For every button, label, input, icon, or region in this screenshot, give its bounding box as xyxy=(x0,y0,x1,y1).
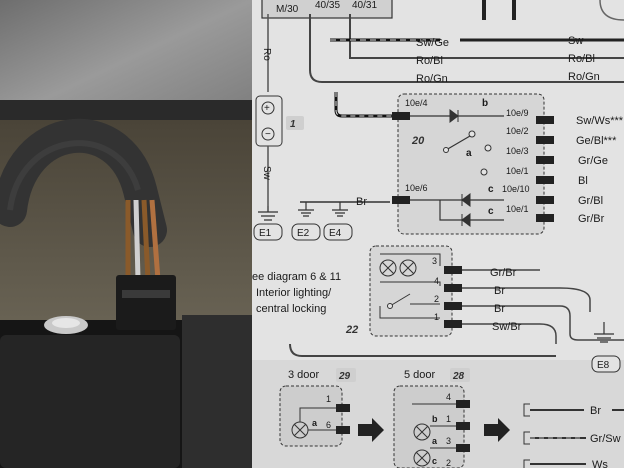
svg-text:3: 3 xyxy=(446,436,451,446)
wire-ro-gn: Ro/Gn xyxy=(416,73,448,85)
plastic-housing xyxy=(0,335,180,468)
component-ref-22: 22 xyxy=(345,324,358,336)
output-gr-ge: Gr/Ge xyxy=(578,155,608,167)
module-29 xyxy=(279,385,343,447)
svg-text:1: 1 xyxy=(446,414,451,424)
ground-icon xyxy=(258,206,278,221)
wire-ro-bl: Ro/Bl xyxy=(416,55,443,67)
svg-text:10e/9: 10e/9 xyxy=(506,108,529,118)
svg-text:10e/1: 10e/1 xyxy=(506,204,529,214)
svg-text:3: 3 xyxy=(432,256,437,266)
connector-photo xyxy=(0,0,252,468)
svg-text:+: + xyxy=(264,103,270,114)
output-ge-bl: Ge/Bl*** xyxy=(576,135,617,147)
svg-text:b: b xyxy=(482,98,488,109)
wire-sw-ge: Sw/Ge xyxy=(416,37,449,49)
svg-text:10e/10: 10e/10 xyxy=(502,184,530,194)
module-22 xyxy=(369,245,453,337)
svg-text:1: 1 xyxy=(326,394,331,404)
svg-text:−: − xyxy=(265,129,271,140)
svg-text:c: c xyxy=(488,184,494,195)
module-28 xyxy=(393,385,465,468)
svg-text:4: 4 xyxy=(446,392,451,402)
svg-text:10e/2: 10e/2 xyxy=(506,126,529,136)
svg-text:10e/3: 10e/3 xyxy=(506,146,529,156)
output-sw-br-22: Sw/Br xyxy=(492,321,522,333)
component-ref-29: 29 xyxy=(338,371,351,382)
output-gr-br-22: Gr/Br xyxy=(490,267,517,279)
lamp-icon-5 xyxy=(413,449,431,467)
terminal-40-35: 40/35 xyxy=(315,0,340,11)
note-line-2: Interior lighting/ xyxy=(256,287,332,299)
label-5-door: 5 door xyxy=(404,369,436,381)
ground-e4: E4 xyxy=(329,228,342,239)
component-ref-1: 1 xyxy=(290,119,296,130)
component-ref-28: 28 xyxy=(452,371,465,382)
output-br-bottom: Br xyxy=(590,405,601,417)
wire-br: Br xyxy=(356,196,367,208)
lamp-icon-2 xyxy=(399,259,417,277)
wire-sw-right: Sw xyxy=(568,35,583,47)
svg-text:a: a xyxy=(432,436,438,446)
output-sw-ws: Sw/Ws*** xyxy=(576,115,624,127)
diode-icon xyxy=(449,109,459,123)
ground-e2: E2 xyxy=(297,228,310,239)
lamp-icon-4 xyxy=(413,423,431,441)
svg-text:6: 6 xyxy=(326,420,331,430)
svg-text:2: 2 xyxy=(434,294,439,304)
svg-text:4: 4 xyxy=(434,276,439,286)
svg-text:10e/4: 10e/4 xyxy=(405,98,428,108)
arrow-icon xyxy=(358,418,384,442)
svg-text:1: 1 xyxy=(434,312,439,322)
ground-e8: E8 xyxy=(597,360,610,371)
svg-text:a: a xyxy=(466,148,472,159)
ground-e1: E1 xyxy=(259,228,272,239)
label-3-door: 3 door xyxy=(288,369,320,381)
terminal-m30: M/30 xyxy=(276,4,299,15)
output-br-22b: Br xyxy=(494,303,505,315)
svg-text:10e/6: 10e/6 xyxy=(405,183,428,193)
svg-text:c: c xyxy=(488,206,494,217)
wire-ro-bl-right: Ro/Bl xyxy=(568,53,595,65)
connector-plug xyxy=(116,275,176,330)
output-br-22a: Br xyxy=(494,285,505,297)
svg-text:c: c xyxy=(432,456,437,466)
battery-plus-icon xyxy=(261,101,275,115)
output-gr-sw: Gr/Sw xyxy=(590,433,621,445)
battery-minus-icon xyxy=(261,127,275,141)
output-gr-br: Gr/Br xyxy=(578,213,605,225)
wire-ro: Ro xyxy=(261,48,272,61)
output-bl: Bl xyxy=(578,175,588,187)
arrow-icon-2 xyxy=(484,418,510,442)
svg-text:a: a xyxy=(312,418,318,428)
svg-text:2: 2 xyxy=(446,458,451,468)
wiring-diagram: M/30 40/35 40/31 Ro + − Sw 1 E1 xyxy=(252,0,624,468)
svg-text:b: b xyxy=(432,414,438,424)
wire-sw: Sw xyxy=(261,166,272,181)
terminal-40-31: 40/31 xyxy=(352,0,377,11)
note-line-1: ee diagram 6 & 11 xyxy=(252,271,341,283)
note-line-3: central locking xyxy=(256,303,326,315)
lamp-icon xyxy=(379,259,397,277)
output-gr-bl: Gr/Bl xyxy=(578,195,603,207)
svg-text:10e/1: 10e/1 xyxy=(506,166,529,176)
switch-icon xyxy=(387,303,393,309)
component-ref-20: 20 xyxy=(411,135,425,147)
wire-ro-gn-right: Ro/Gn xyxy=(568,71,600,83)
output-ws: Ws xyxy=(592,459,608,468)
diode-icon-2 xyxy=(461,193,471,207)
